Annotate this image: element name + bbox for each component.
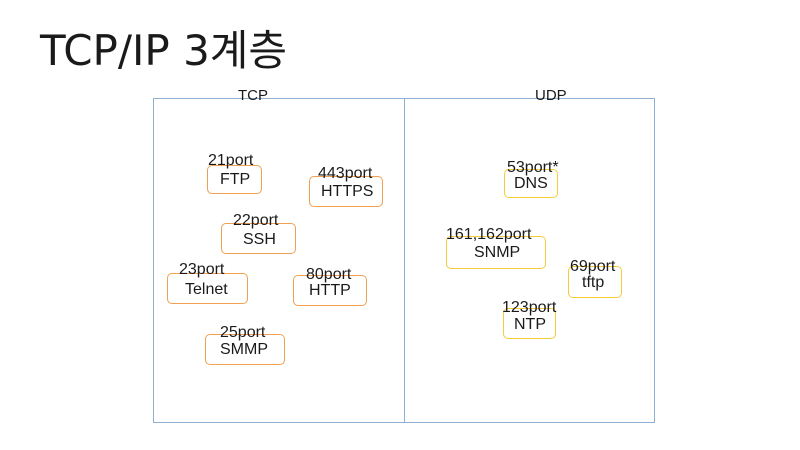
dns-box (504, 169, 558, 198)
smmp-port: 25port (220, 324, 266, 341)
tftp-box (568, 266, 622, 298)
slide-title: TCP/IP 3계층 (40, 26, 288, 75)
ntp-box (503, 308, 556, 339)
smmp-box (205, 334, 285, 365)
snmp-label: SNMP (474, 244, 521, 261)
tftp-label: tftp (582, 274, 605, 291)
telnet-box (167, 273, 248, 304)
dns-label: DNS (514, 175, 548, 192)
snmp-box (446, 236, 546, 269)
telnet-label: Telnet (185, 281, 228, 298)
snmp-port: 161,162port (446, 226, 532, 243)
smmp-label: SMMP (220, 341, 268, 358)
http-label: HTTP (309, 282, 351, 299)
https-box (309, 176, 383, 207)
ssh-box (221, 223, 296, 254)
udp-column-label: UDP (535, 87, 567, 104)
https-label: HTTPS (321, 183, 374, 200)
ssh-port: 22port (233, 212, 279, 229)
tftp-port: 69port (570, 258, 616, 275)
ssh-label: SSH (243, 231, 276, 248)
https-port: 443port (318, 165, 373, 182)
ntp-label: NTP (514, 316, 546, 333)
column-divider (404, 98, 405, 423)
telnet-port: 23port (179, 261, 225, 278)
ntp-port: 123port (502, 299, 557, 316)
tcp-column-label: TCP (238, 87, 268, 104)
dns-port: 53port* (507, 159, 559, 176)
ftp-box (207, 165, 262, 194)
http-port: 80port (306, 266, 352, 283)
http-box (293, 275, 367, 306)
ftp-label: FTP (220, 171, 251, 188)
ftp-port: 21port (208, 152, 254, 169)
